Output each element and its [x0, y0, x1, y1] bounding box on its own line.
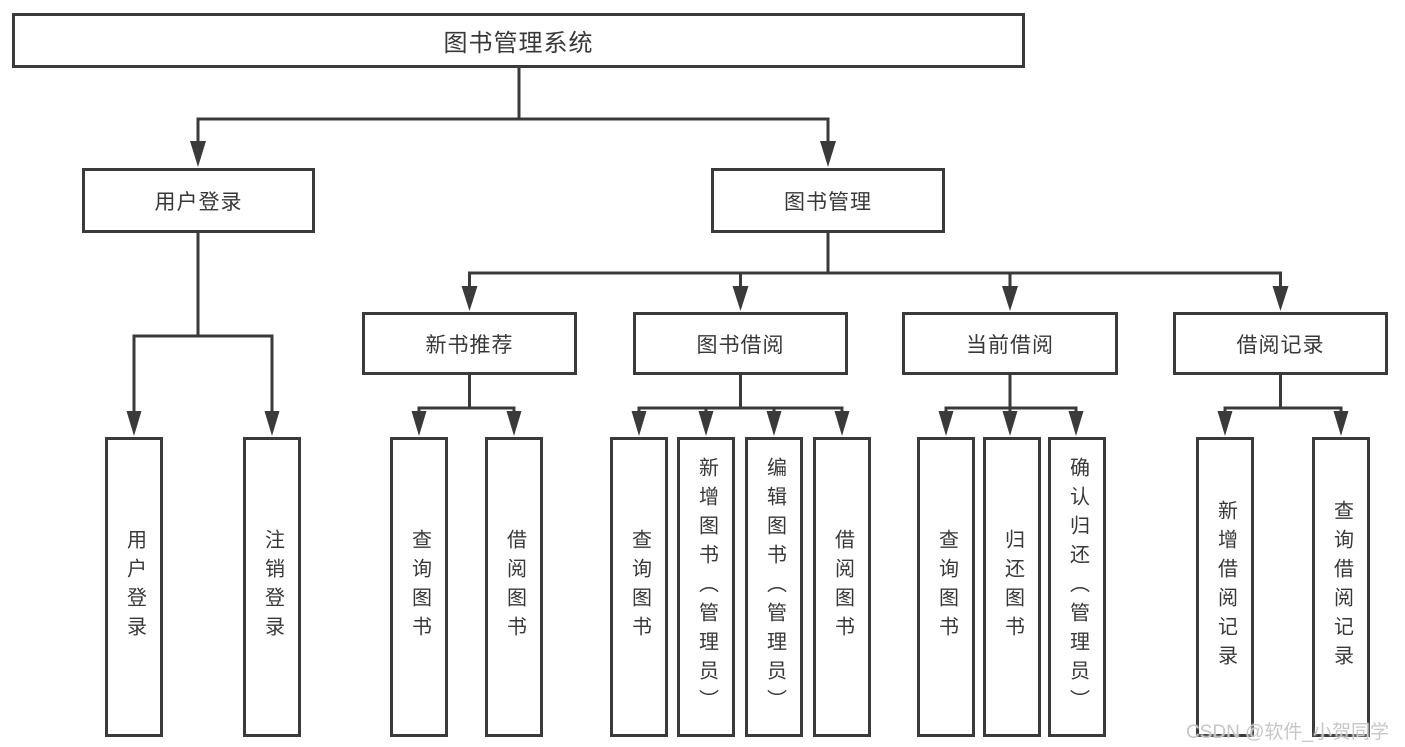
leaf-return-books: 归还图书 [983, 437, 1041, 737]
node-user-login-branch: 用户登录 [82, 168, 315, 233]
leaf-borrowing-query-books: 查询图书 [610, 437, 668, 737]
node-book-borrowing: 图书借阅 [633, 312, 848, 375]
leaf-confirm-return-admin: 确认归还（管理员） [1048, 437, 1106, 737]
leaf-recommend-query-books: 查询图书 [390, 437, 448, 737]
leaf-recommend-borrow-books: 借阅图书 [485, 437, 543, 737]
leaf-query-borrow-record: 查询借阅记录 [1312, 437, 1370, 737]
node-new-book-recommendation: 新书推荐 [362, 312, 577, 375]
leaf-edit-books-admin: 编辑图书（管理员） [745, 437, 803, 737]
leaf-borrow-books: 借阅图书 [813, 437, 871, 737]
leaf-user-login: 用户登录 [105, 437, 163, 737]
node-current-borrowing: 当前借阅 [902, 312, 1118, 375]
leaf-add-books-admin: 新增图书（管理员） [677, 437, 735, 737]
csdn-watermark: CSDN @软件_小贺同学 [1186, 722, 1389, 743]
node-book-management-branch: 图书管理 [711, 168, 945, 233]
leaf-add-borrow-record: 新增借阅记录 [1196, 437, 1254, 737]
leaf-logout: 注销登录 [243, 437, 301, 737]
leaf-current-query-books: 查询图书 [917, 437, 975, 737]
node-borrowing-records: 借阅记录 [1173, 312, 1388, 375]
node-library-management-system: 图书管理系统 [12, 13, 1025, 68]
